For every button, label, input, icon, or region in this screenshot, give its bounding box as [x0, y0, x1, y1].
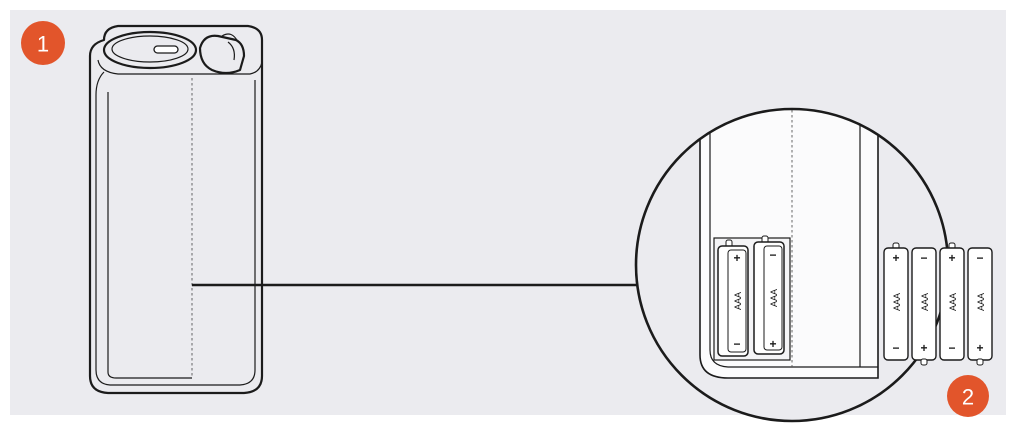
battery-plus-sign: +: [733, 251, 740, 265]
status-indicator: [153, 45, 179, 54]
battery-plus-sign: +: [892, 251, 899, 265]
battery-plus-sign: +: [948, 251, 955, 265]
battery-minus-sign: −: [733, 337, 740, 351]
battery-type-label: AAA: [769, 289, 779, 307]
loose-battery-1: + AAA −: [883, 242, 909, 361]
installed-battery-1: + AAA −: [717, 239, 749, 357]
battery-type-label: AAA: [892, 293, 902, 311]
battery-plus-sign: +: [976, 341, 983, 355]
battery-type-label: AAA: [948, 293, 958, 311]
hose-connector: [198, 34, 246, 75]
battery-type-label: AAA: [733, 292, 743, 310]
step-1-badge-number: 1: [37, 32, 49, 57]
step-2-badge-number: 2: [962, 385, 974, 410]
step-1-badge: 1: [21, 21, 65, 65]
battery-type-label: AAA: [920, 293, 930, 311]
battery-plus-sign: +: [769, 337, 776, 351]
battery-minus-sign: −: [976, 251, 983, 265]
top-cap: [102, 30, 198, 70]
battery-minus-sign: −: [948, 341, 955, 355]
step-2-badge: 2: [947, 375, 989, 417]
battery-minus-sign: −: [892, 341, 899, 355]
zoom-detail-circle: + AAA − − AAA +: [634, 107, 950, 423]
battery-minus-sign: −: [920, 251, 927, 265]
loose-battery-3: + AAA −: [939, 242, 965, 361]
battery-type-label: AAA: [976, 293, 986, 311]
battery-minus-sign: −: [769, 248, 776, 262]
loose-battery-4: − AAA +: [967, 247, 993, 366]
blood-pressure-cuff-device: [88, 24, 264, 395]
loose-batteries-group: + AAA − − AAA + + AAA − − AAA +: [883, 242, 993, 366]
installed-battery-2: − AAA +: [753, 235, 785, 355]
battery-plus-sign: +: [920, 341, 927, 355]
loose-battery-2: − AAA +: [911, 247, 937, 366]
